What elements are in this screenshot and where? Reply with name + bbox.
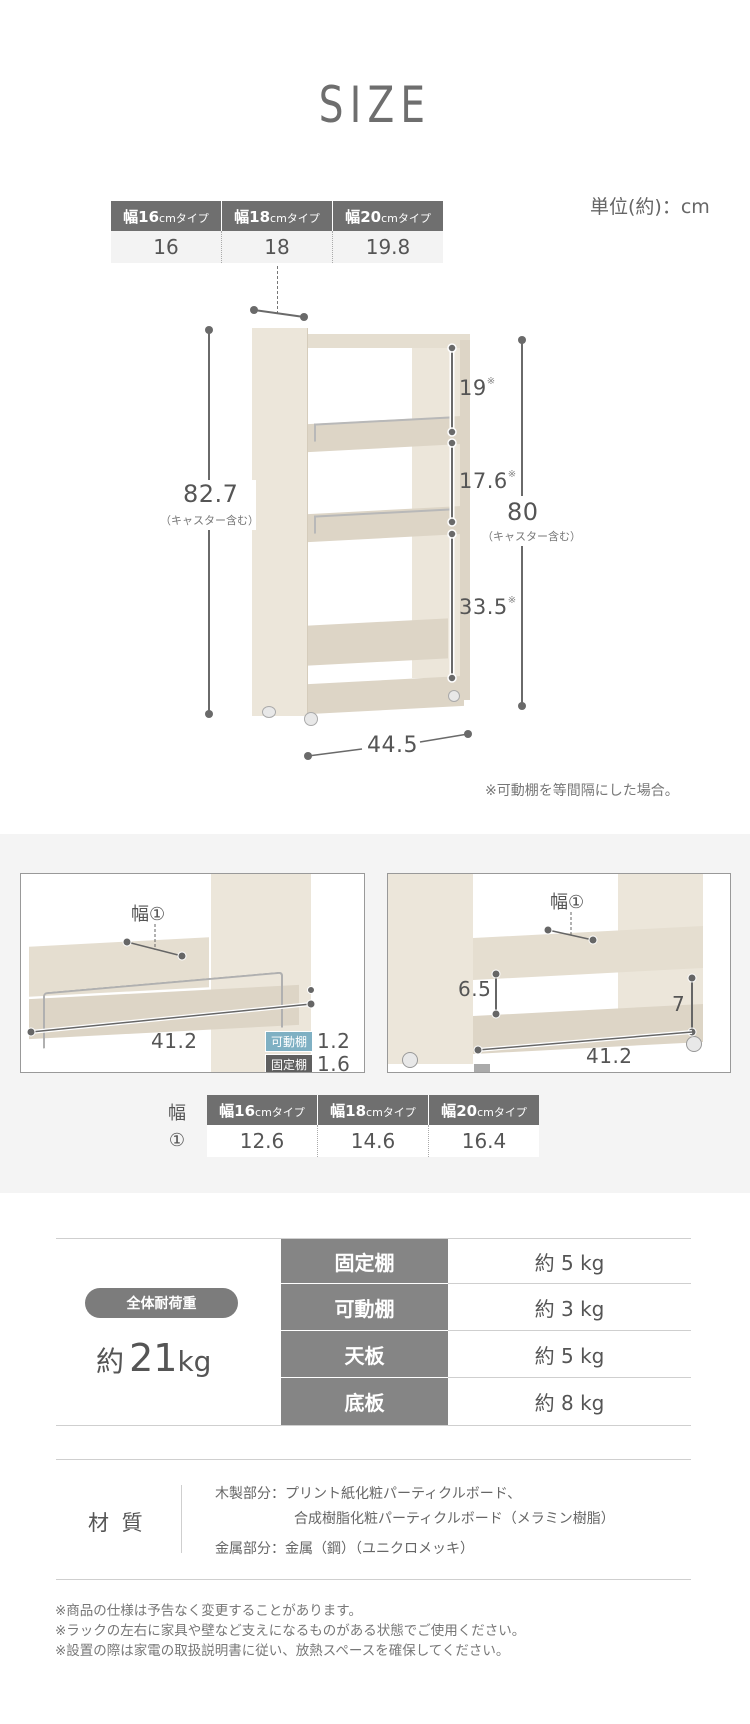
- load-top-rule: [56, 1238, 691, 1239]
- badge-movable-shelf: 可動棚 1.2: [265, 1029, 350, 1053]
- side-height-label-bg: [480, 496, 570, 546]
- front-height-value: 6.5: [458, 977, 492, 1001]
- inner-width-table: 幅16cmタイプ 幅18cmタイプ 幅20cmタイプ 12.6 14.6 16.…: [207, 1095, 539, 1157]
- total-height-top-dot: [205, 326, 213, 334]
- width-dimension-line: [250, 306, 308, 321]
- bottom-depth-value: 41.2: [586, 1044, 633, 1068]
- inner-value-16: 12.6: [207, 1125, 318, 1157]
- wood-label: 木製部分：: [215, 1486, 285, 1502]
- side-height-note: （キャスター含む）: [482, 530, 581, 543]
- unit-label: 単位(約)：cm: [590, 196, 710, 218]
- inner-header-20: 幅20cmタイプ: [428, 1095, 539, 1125]
- inner-header-18: 幅18cmタイプ: [317, 1095, 430, 1125]
- photo-left-panel: [388, 874, 473, 1064]
- caster-icon: [686, 1036, 702, 1052]
- shelf-gap-lines: [447, 343, 457, 683]
- inner-width-row-label: 幅 ①: [168, 1100, 186, 1154]
- wood-line-2: 合成樹脂化粧パーティクルボード（メラミン樹脂）: [294, 1511, 615, 1527]
- footnote-3: ※設置の際は家電の取扱説明書に従い、放熱スペースを確保してください。: [55, 1643, 510, 1659]
- badge-fixed-label: 固定棚: [265, 1053, 314, 1072]
- total-height-note: （キャスター含む）: [160, 514, 259, 527]
- row-label-circle-1: ①: [168, 1130, 186, 1151]
- side-height-top-dot: [518, 336, 526, 344]
- total-height-value: 82.7: [183, 480, 239, 508]
- wood-line-1: プリント紙化粧パーティクルボード、: [285, 1486, 522, 1502]
- load-label-movable-shelf: 可動棚: [281, 1284, 448, 1331]
- side-height-value: 80: [507, 498, 539, 526]
- diagram-footnote: ※可動棚を等間隔にした場合。: [485, 783, 679, 799]
- caster-icon: [402, 1052, 418, 1068]
- footnote-2: ※ラックの左右に家具や壁など支えになるものがある状態でご使用ください。: [55, 1623, 526, 1639]
- width-table: 幅16cmタイプ 幅18cmタイプ 幅20cmタイプ 16 18 19.8: [111, 201, 443, 263]
- photo-width-line: [26, 924, 316, 1037]
- material-bottom-rule: [56, 1579, 691, 1580]
- metal-value: 金属（鋼）（ユニクロメッキ）: [285, 1541, 474, 1557]
- width-header-16: 幅16cmタイプ: [111, 201, 222, 231]
- shelf-gap-1: 19※: [459, 376, 496, 400]
- inner-header-16: 幅16cmタイプ: [207, 1095, 318, 1125]
- shelf-gap-3: 33.5※: [459, 595, 517, 619]
- caster-icon: [262, 706, 276, 718]
- width-value-20: 19.8: [332, 231, 443, 263]
- rack-bottom-board: [308, 675, 464, 715]
- total-height-bottom-dot: [205, 710, 213, 718]
- load-label-top-board: 天板: [281, 1331, 448, 1378]
- material-wood: 木製部分：プリント紙化粧パーティクルボード、 合成樹脂化粧パーティクルボード（メ…: [215, 1482, 615, 1532]
- load-bottom-rule: [56, 1425, 691, 1426]
- shelf-3-front-board: [308, 618, 448, 666]
- material-label: 材 質: [88, 1511, 146, 1535]
- metal-label: 金属部分：: [215, 1541, 285, 1557]
- material-divider: [181, 1485, 182, 1553]
- badge-fixed-shelf: 固定棚 1.6: [265, 1052, 351, 1073]
- photo-depth-value: 41.2: [151, 1029, 198, 1053]
- badge-movable-value: 1.2: [317, 1029, 351, 1053]
- row-label-width: 幅: [168, 1103, 186, 1124]
- load-label-bottom-board: 底板: [281, 1378, 448, 1425]
- width-header-18: 幅18cmタイプ: [221, 201, 334, 231]
- side-board-height-value: 7: [672, 992, 686, 1016]
- caster-icon: [474, 1064, 490, 1072]
- width-value-16: 16: [111, 231, 222, 263]
- width-1-label: 幅①: [131, 904, 166, 925]
- inner-value-20: 16.4: [428, 1125, 539, 1157]
- rack-top-board: [308, 334, 470, 348]
- footnote-1: ※商品の仕様は予告なく変更することがあります。: [55, 1603, 362, 1619]
- width-header-20: 幅20cmタイプ: [332, 201, 443, 231]
- bottom-shelf-photo: 幅① 6.5 7 41.2: [387, 873, 731, 1073]
- side-height-bottom-dot: [518, 702, 526, 710]
- depth-value: 44.5: [367, 733, 418, 758]
- load-value-bottom-board: 約 8 kg: [534, 1391, 605, 1415]
- load-value-top-board: 約 5 kg: [448, 1331, 691, 1378]
- total-height-label-bg: [160, 480, 256, 530]
- width-1-label-right: 幅①: [550, 892, 585, 913]
- badge-fixed-value: 1.6: [317, 1052, 351, 1073]
- page-title: SIZE: [318, 76, 432, 134]
- load-value-fixed-shelf: 約 5 kg: [448, 1239, 691, 1284]
- badge-movable-label: 可動棚: [265, 1030, 314, 1052]
- material-metal: 金属部分：金属（鋼）（ユニクロメッキ）: [215, 1537, 474, 1562]
- total-load-value: 約 21kg: [96, 1336, 212, 1380]
- shelf-gap-2: 17.6※: [459, 469, 517, 493]
- total-load-pill: 全体耐荷重: [85, 1288, 238, 1318]
- caster-icon: [304, 712, 318, 726]
- photo-dimension-lines: [473, 912, 697, 1055]
- material-top-rule: [56, 1459, 691, 1460]
- width-value-18: 18: [221, 231, 334, 263]
- depth-dimension-line: [304, 730, 472, 760]
- rack-right-edge: [460, 340, 470, 700]
- rack-side-panel: [252, 328, 308, 716]
- load-value-movable-shelf: 約 3 kg: [448, 1284, 691, 1331]
- inner-value-18: 14.6: [317, 1125, 430, 1157]
- caster-icon: [448, 690, 460, 702]
- footnotes: ※商品の仕様は予告なく変更することがあります。 ※ラックの左右に家具や壁など支え…: [55, 1601, 525, 1661]
- load-label-fixed-shelf: 固定棚: [281, 1239, 448, 1284]
- width-pointer-dashed: [277, 266, 278, 314]
- movable-shelf-photo: 幅① 41.2 可動棚 1.2 固定棚 1.6: [20, 873, 365, 1073]
